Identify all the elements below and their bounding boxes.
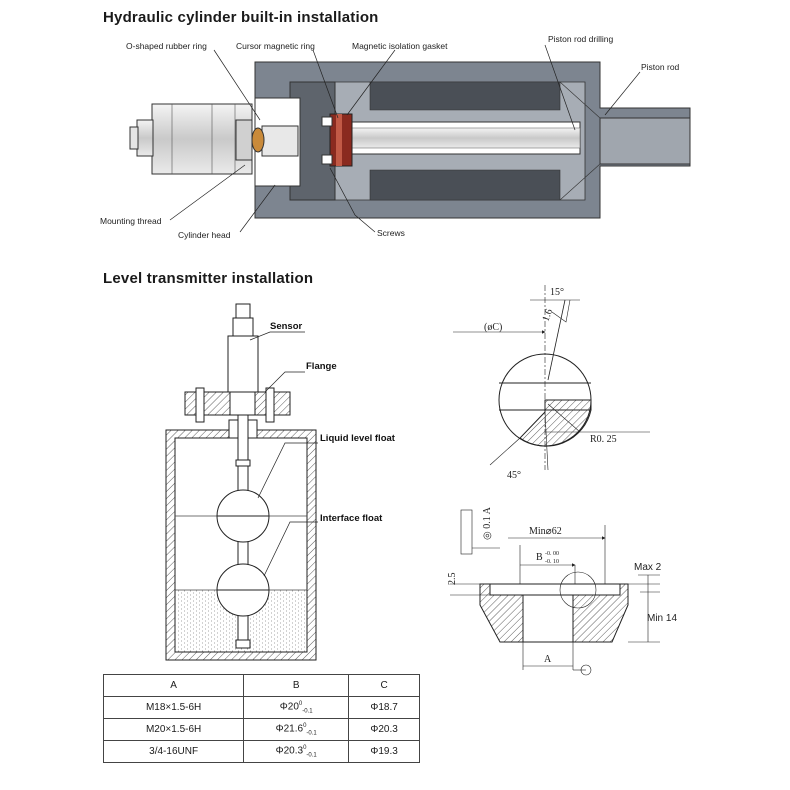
cell-a: M18×1.5-6H: [102, 696, 245, 719]
sensor-label: Sensor: [270, 321, 303, 332]
min62-label: Min⌀62: [529, 526, 562, 537]
mounting-hole-drawing: [450, 509, 660, 676]
table-row: M20×1.5-6H Φ21.60-0.1 Φ20.3: [102, 718, 420, 741]
cell-c: Φ18.7: [348, 696, 420, 719]
cell-c: Φ20.3: [348, 718, 420, 741]
c-label: (øC): [484, 322, 502, 333]
cell-a: 3/4-16UNF: [102, 740, 245, 763]
table-header-row: A B C: [102, 674, 420, 697]
height-25-label: 2.5: [447, 573, 458, 586]
flange-label: Flange: [306, 361, 337, 372]
cylinder-head-label: Cylinder head: [178, 230, 231, 240]
cell-c: Φ19.3: [348, 740, 420, 763]
cell-b: Φ21.60-0.1: [243, 718, 350, 741]
level-leaders: [249, 331, 318, 577]
piston-rod-label: Piston rod: [641, 62, 680, 72]
screws-label: Screws: [377, 228, 405, 238]
mounting-thread-label: Mounting thread: [100, 216, 162, 226]
level-title: Level transmitter installation: [103, 270, 314, 287]
table-row: M18×1.5-6H Φ200-0.1 Φ18.7: [102, 696, 420, 719]
angle-45-label: 45°: [507, 470, 521, 481]
max2-label: Max 2: [634, 562, 662, 573]
tolerance-frame-label: ◎ 0.1 A: [482, 506, 493, 540]
gasket-label: Magnetic isolation gasket: [352, 41, 448, 51]
liquid-float-label: Liquid level float: [320, 433, 396, 444]
table-row: 3/4-16UNF Φ20.30-0.1 Φ19.3: [102, 740, 420, 763]
radius-label: R0. 25: [590, 434, 617, 445]
hydraulic-title: Hydraulic cylinder built-in installation: [103, 9, 379, 26]
spec-table: A B C M18×1.5-6H Φ200-0.1 Φ18.7 M20×1.5-…: [102, 674, 420, 763]
interface-float-label: Interface float: [320, 513, 383, 524]
angle-15-label: 15°: [550, 287, 564, 298]
b-upper-label: -0. 00: [545, 551, 559, 557]
hydraulic-cylinder-drawing: [129, 61, 691, 219]
surface-label: 1.6: [540, 308, 555, 324]
header-a: A: [102, 674, 245, 697]
cell-a: M20×1.5-6H: [102, 718, 245, 741]
cell-b: Φ200-0.1: [243, 696, 350, 719]
header-c: C: [348, 674, 420, 697]
cursor-ring-label: Cursor magnetic ring: [236, 41, 315, 51]
header-b: B: [243, 674, 350, 697]
level-tank-drawing: [165, 303, 317, 661]
o-ring-label: O-shaped rubber ring: [126, 41, 207, 51]
min14-label: Min 14: [647, 613, 677, 624]
detail-view-drawing: [453, 285, 650, 471]
hydraulic-leaders: [169, 44, 641, 233]
drilling-label: Piston rod drilling: [548, 34, 613, 44]
cell-b: Φ20.30-0.1: [243, 740, 350, 763]
b-lower-label: -0. 10: [545, 559, 559, 565]
datum-a-label: A: [544, 654, 552, 665]
b-label: B: [536, 552, 543, 563]
